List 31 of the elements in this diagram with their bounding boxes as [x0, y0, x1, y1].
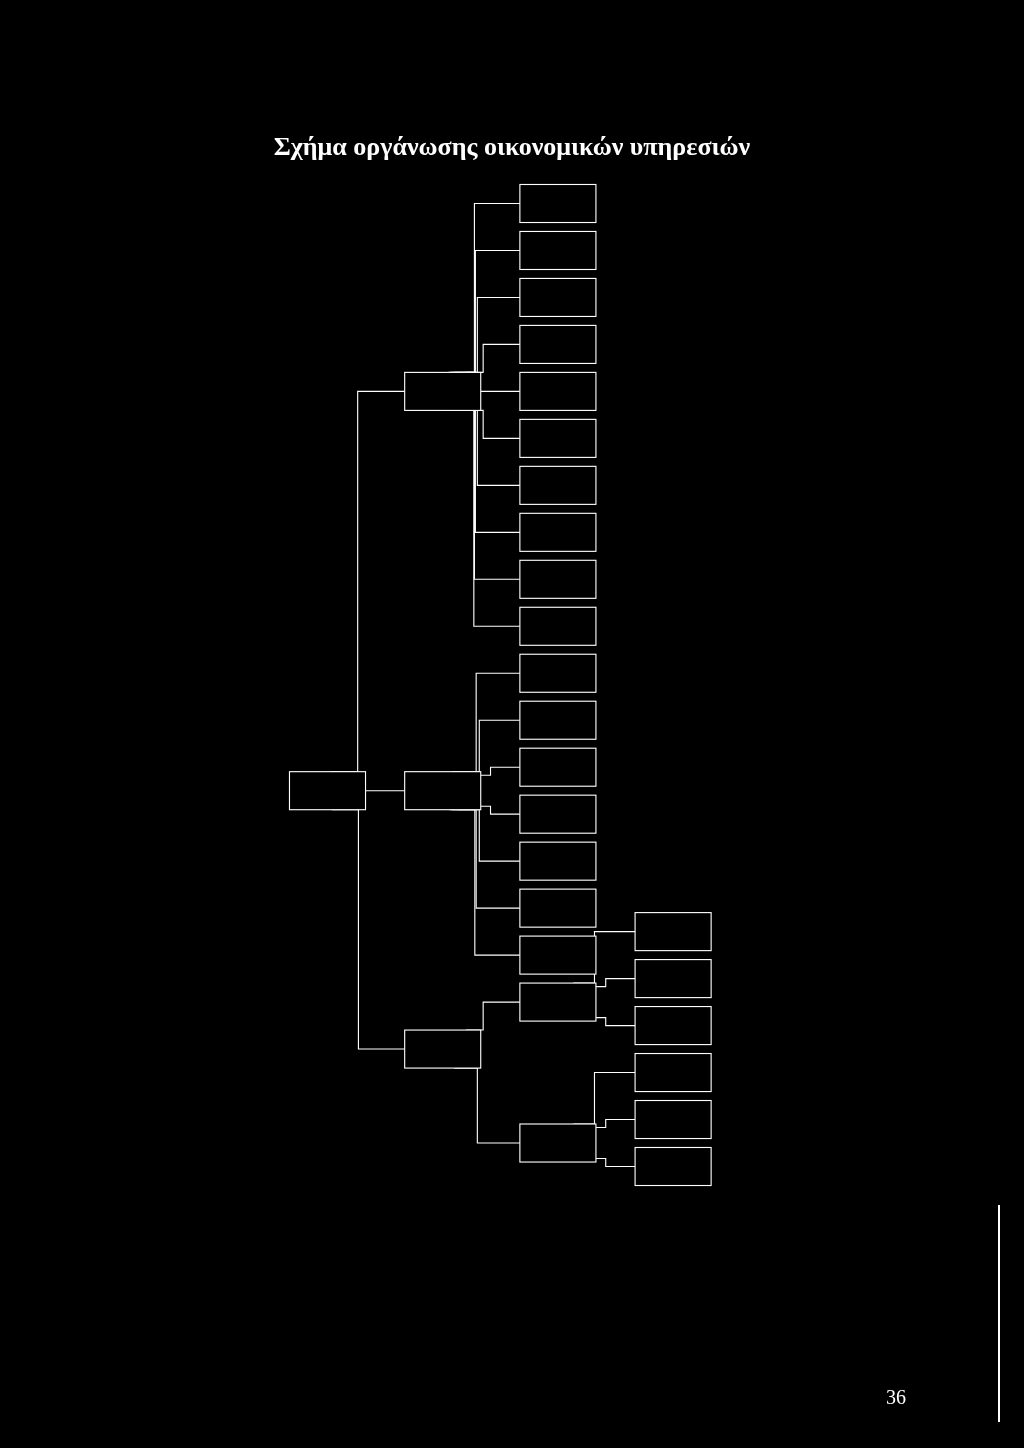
- node-box: [634, 1099, 712, 1140]
- page-number: 36: [886, 1386, 906, 1409]
- node-box: [519, 606, 597, 646]
- node-box: [519, 1123, 597, 1163]
- node-box: [519, 465, 597, 505]
- node-box: [519, 794, 597, 834]
- node-box: [519, 324, 597, 364]
- node-box: [519, 277, 597, 318]
- node-box: [519, 888, 597, 928]
- node-box: [403, 1029, 481, 1069]
- node-box: [519, 982, 597, 1022]
- node-box: [519, 418, 597, 458]
- node-box: [519, 935, 597, 975]
- node-box: [519, 512, 597, 552]
- node-box: [519, 653, 597, 693]
- node-box: [519, 230, 597, 271]
- node-box: [634, 912, 712, 952]
- node-box: [288, 771, 366, 811]
- node-box: [403, 771, 481, 811]
- chart-title: Σχήμα οργάνωσης οικονομικών υπηρεσιών: [273, 132, 751, 161]
- node-box: [634, 1006, 712, 1046]
- node-box: [403, 371, 481, 411]
- node-box: [634, 959, 712, 999]
- node-box: [519, 841, 597, 881]
- node-box: [519, 183, 597, 224]
- node-box: [519, 559, 597, 599]
- node-box: [634, 1146, 712, 1187]
- node-box: [519, 371, 597, 411]
- node-box: [634, 1052, 712, 1093]
- node-box: [519, 747, 597, 787]
- node-box: [519, 700, 597, 740]
